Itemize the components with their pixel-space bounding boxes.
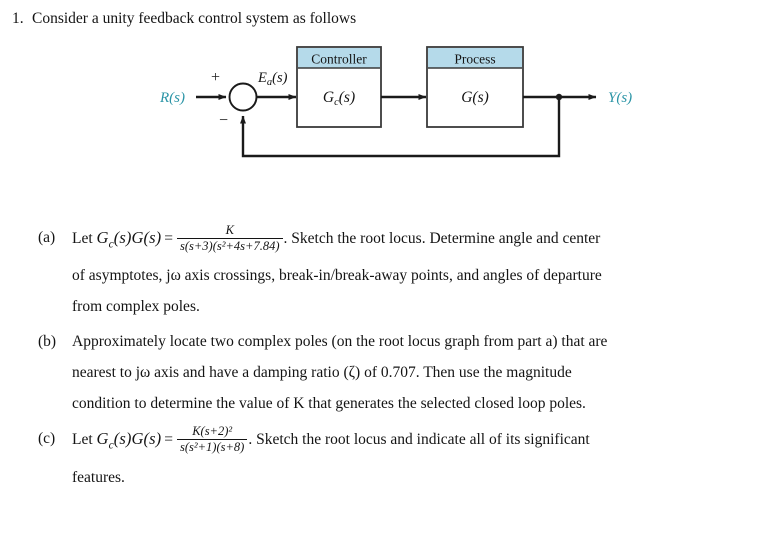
part-b: (b) Approximately locate two complex pol… [0,326,772,419]
block-diagram: R(s) + − Ea(s) Controller Gc(s) Process … [0,38,772,178]
part-a-equals: = [164,230,173,247]
part-c-line2: features. [72,468,125,486]
part-c-lead: Let [72,431,93,449]
error-signal-label: Ea(s) [257,70,288,88]
part-b-line3: condition to determine the value of K th… [72,395,586,413]
part-b-label: (b) [38,333,57,351]
controller-block-body-label: Gc(s) [323,89,355,108]
part-c-numerator: K(s+2)² [192,424,233,439]
part-a-line1-tail: . Sketch the root locus. Determine angle… [283,230,601,247]
part-a-lead: Let [72,230,93,247]
part-c-equals: = [164,431,173,449]
question-header: 1. Consider a unity feedback control sys… [6,8,766,30]
part-a-numerator: K [225,222,234,237]
part-a-denominator: s(s+3)(s²+4s+7.84) [176,237,283,253]
question-prompt: Consider a unity feedback control system… [32,10,357,27]
part-b-line2: nearest to jω axis and have a damping ra… [72,364,572,382]
part-a-label: (a) [38,229,56,246]
input-signal-label: R(s) [159,90,185,106]
controller-block-header-label: Controller [311,52,367,67]
part-c-denominator: s(s²+1)(s+8) [176,439,248,454]
process-block-header-fill [428,48,522,68]
part-b-line1: Approximately locate two complex poles (… [72,333,608,351]
output-signal-label: Y(s) [608,90,632,106]
feedback-line [240,97,561,158]
part-c-transfer-function: Gc(s)G(s) [96,429,162,452]
process-block-body-label: G(s) [461,89,489,106]
part-b-body: Approximately locate two complex poles (… [72,326,772,419]
part-c-line1-tail: . Sketch the root locus and indicate all… [248,431,590,449]
controller-block-header-fill [298,48,380,68]
part-c-label: (c) [38,430,56,448]
minus-sign-label: − [219,112,228,129]
part-a-line3: from complex poles. [72,298,200,316]
question-number: 1. [12,10,24,27]
summing-junction [228,82,258,112]
plus-sign-label: + [211,69,220,86]
part-a-line2: of asymptotes, jω axis crossings, break-… [72,267,602,285]
part-a-transfer-function: Gc(s)G(s) [96,228,162,251]
process-block-header-label: Process [454,52,495,67]
